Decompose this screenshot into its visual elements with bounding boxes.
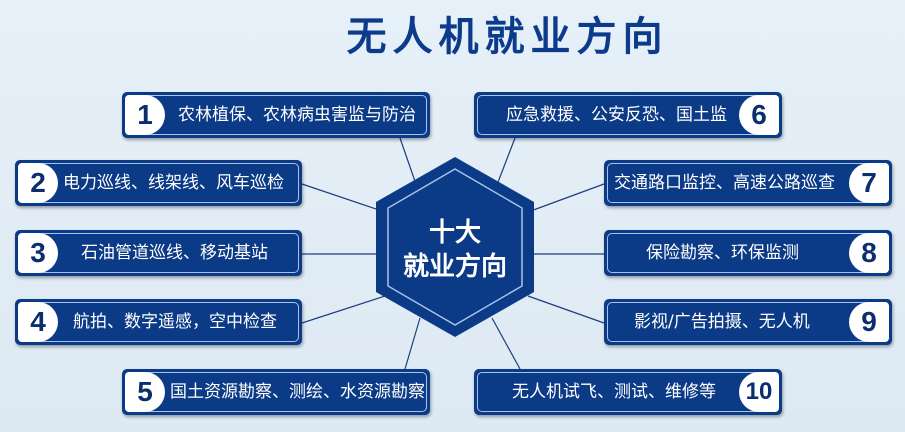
item-number: 1 <box>125 95 165 135</box>
item-label: 电力巡线、线架线、风车巡检 <box>63 173 284 193</box>
center-line-1: 十大 <box>428 218 481 248</box>
item-label: 影视/广告拍摄、无人机 <box>634 312 810 332</box>
item-number: 3 <box>18 233 58 273</box>
hexagon-shape <box>376 157 534 337</box>
item-4: 4 航拍、数字遥感，空中检查 <box>15 299 302 345</box>
item-label: 应急救援、公安反恐、国土监 <box>506 105 727 125</box>
item-number: 4 <box>18 302 58 342</box>
item-8: 8 保险勘察、环保监测 <box>604 230 892 276</box>
item-label: 交通路口监控、高速公路巡查 <box>614 173 835 193</box>
item-2: 2 电力巡线、线架线、风车巡检 <box>15 160 302 206</box>
item-number: 10 <box>739 372 779 412</box>
item-3: 3 石油管道巡线、移动基站 <box>15 230 302 276</box>
item-number: 2 <box>18 163 58 203</box>
item-number: 6 <box>739 95 779 135</box>
item-label: 农林植保、农林病虫害监与防治 <box>178 105 416 125</box>
center-line-2: 就业方向 <box>402 252 507 282</box>
item-label: 无人机试飞、测试、维修等 <box>512 382 716 402</box>
item-number: 9 <box>849 302 889 342</box>
diagram-title: 无人机就业方向 <box>346 14 669 60</box>
item-label: 航拍、数字遥感，空中检查 <box>73 312 277 332</box>
item-label: 保险勘察、环保监测 <box>646 243 799 263</box>
item-6: 6 应急救援、公安反恐、国土监 <box>474 92 782 138</box>
item-label: 石油管道巡线、移动基站 <box>81 243 268 263</box>
item-10: 10 无人机试飞、测试、维修等 <box>474 369 782 415</box>
item-label: 国土资源勘察、测绘、水资源勘察 <box>170 382 425 402</box>
center-hexagon: 十大 就业方向 <box>376 157 534 337</box>
item-number: 8 <box>849 233 889 273</box>
item-1: 1 农林植保、农林病虫害监与防治 <box>122 92 430 138</box>
item-9: 9 影视/广告拍摄、无人机 <box>604 299 892 345</box>
item-number: 5 <box>125 372 165 412</box>
item-number: 7 <box>849 163 889 203</box>
item-7: 7 交通路口监控、高速公路巡查 <box>604 160 892 206</box>
item-5: 5 国土资源勘察、测绘、水资源勘察 <box>122 369 430 415</box>
